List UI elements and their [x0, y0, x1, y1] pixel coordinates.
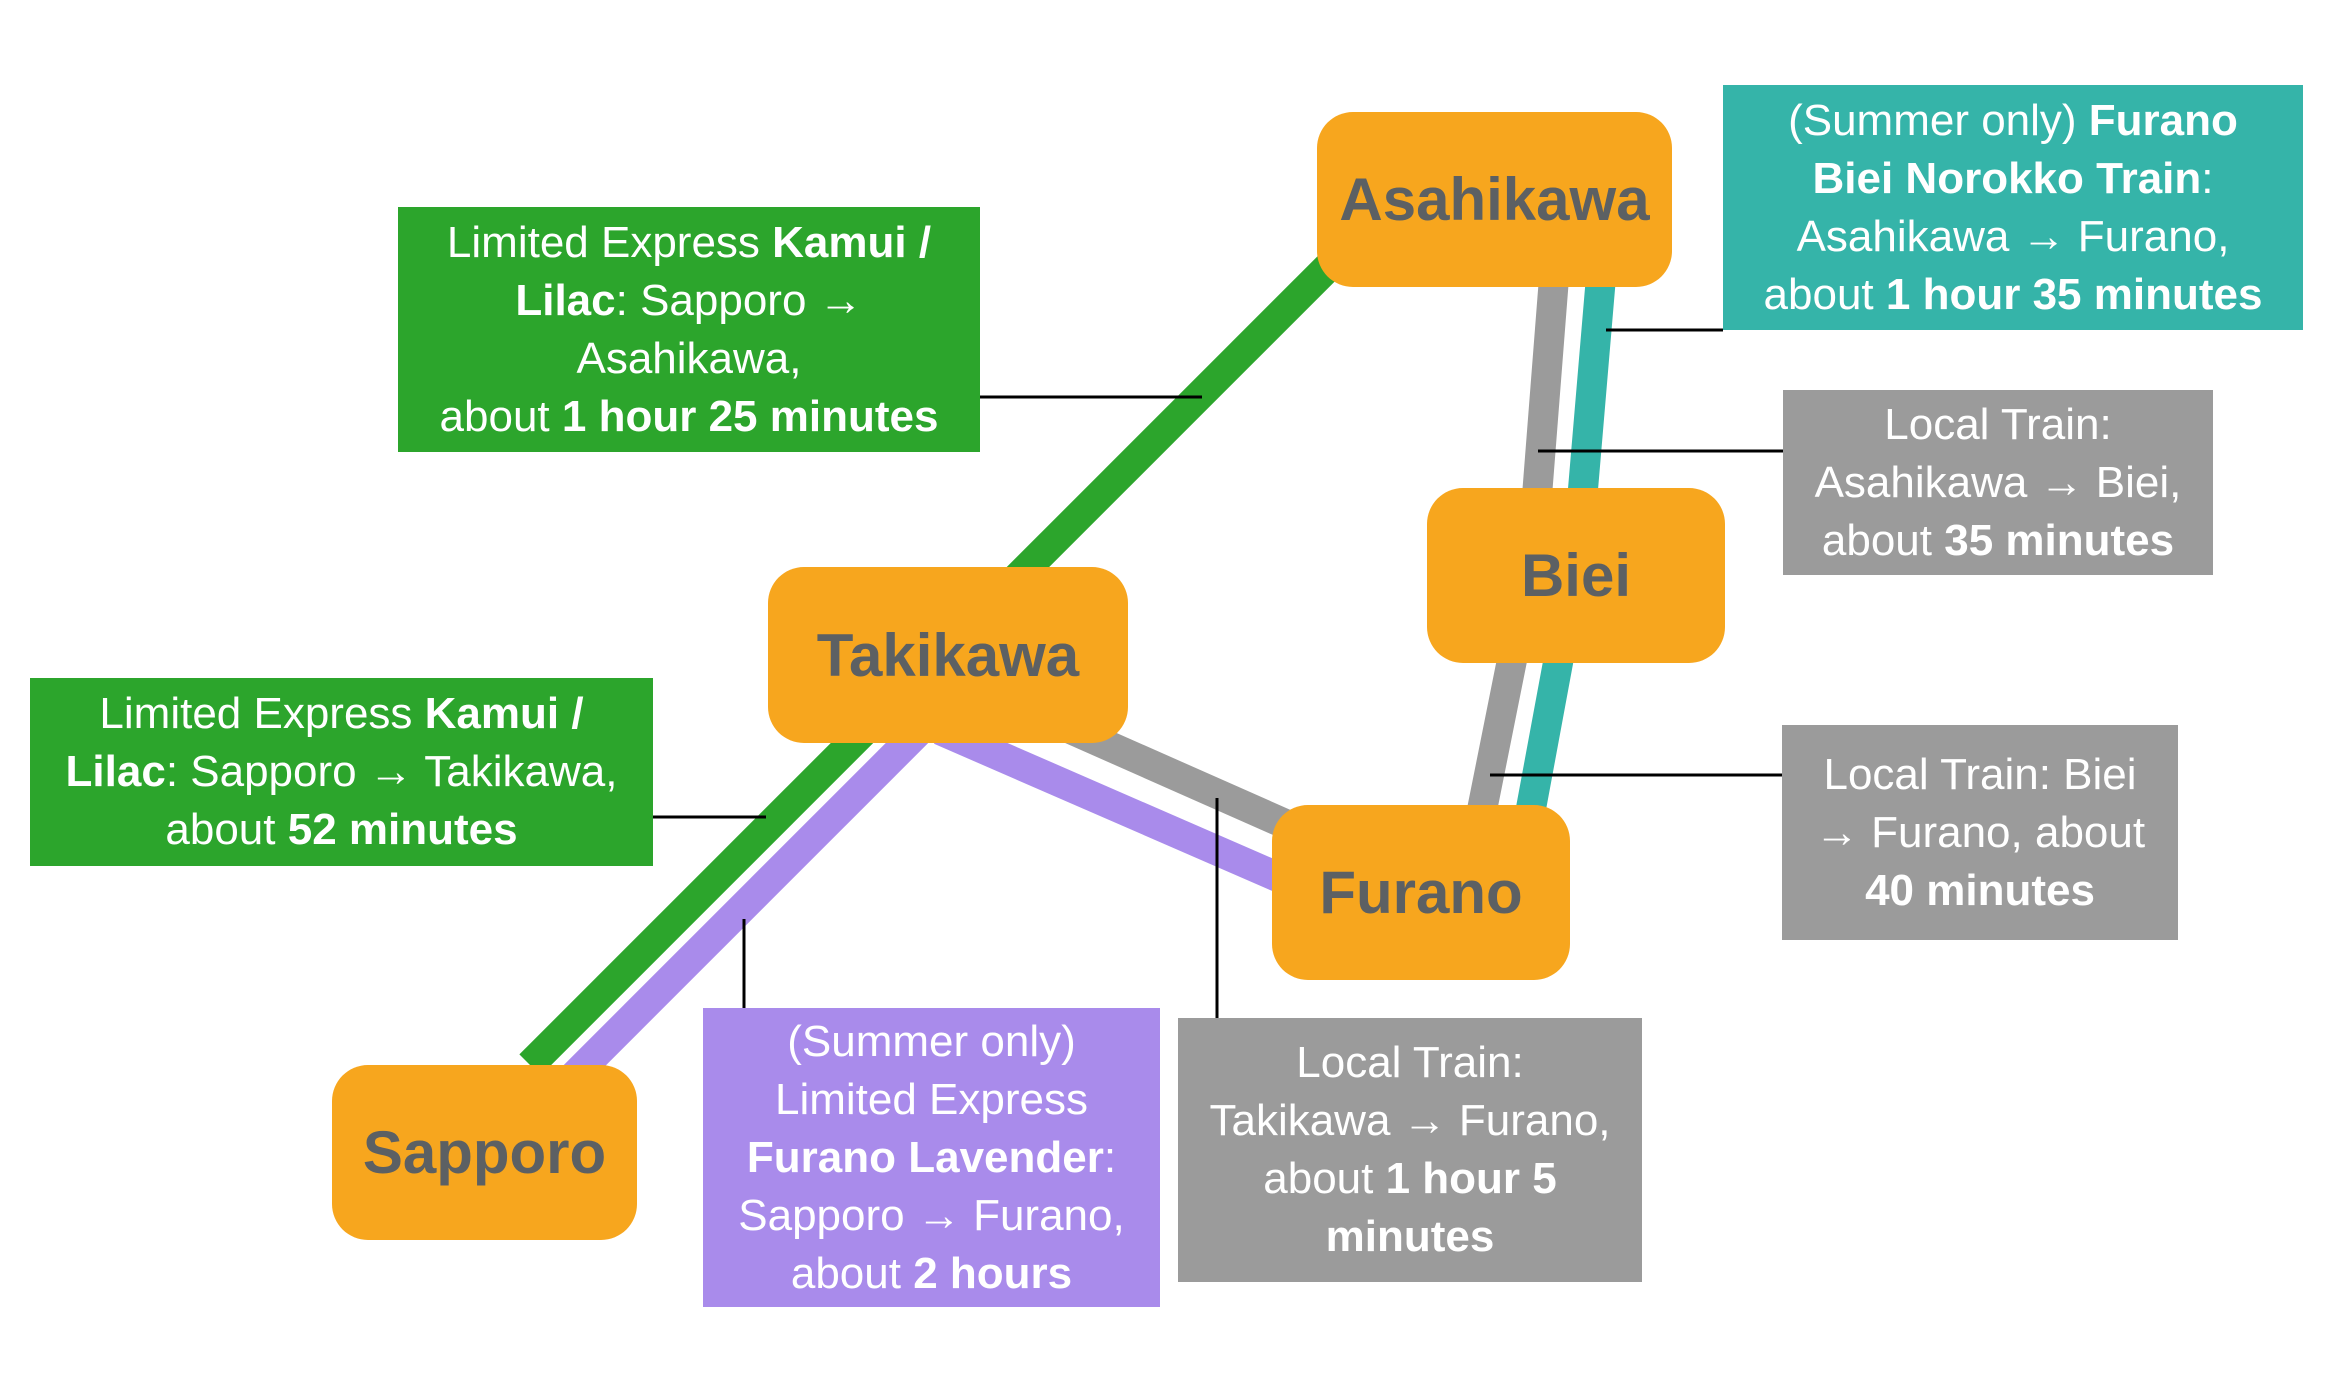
callout-text-line: Local Train: Biei [1823, 749, 2137, 799]
callout-text-line: Takikawa → Furano, [1209, 1096, 1611, 1145]
callout-text-line: about 35 minutes [1821, 515, 2175, 565]
callout-sapporo-takikawa: Limited Express Kamui / Lilac: Sapporo → … [30, 678, 653, 866]
station-sapporo: Sapporo [332, 1065, 637, 1240]
callout-text-line: Asahikawa → Biei, [1814, 457, 2182, 507]
station-sapporo-label: Sapporo [362, 1119, 607, 1186]
station-asahikawa-label: Asahikawa [1339, 166, 1650, 233]
callout-text-line: about 1 hour 35 minutes [1763, 269, 2263, 319]
callout-text-line: Limited Express Kamui / [446, 217, 932, 267]
callout-text-line: Sapporo → Furano, [738, 1190, 1125, 1240]
station-asahikawa: Asahikawa [1317, 112, 1672, 287]
callout-text-line: about 1 hour 25 minutes [439, 391, 939, 441]
callout-text-line: (Summer only) Furano [1788, 95, 2238, 145]
callout-takikawa-furano: Local Train: Takikawa → Furano, about 1 ho… [1178, 1018, 1642, 1282]
callout-text-line: 40 minutes [1865, 865, 2095, 915]
station-furano-label: Furano [1319, 859, 1523, 926]
callout-asahikawa-biei: Local Train: Asahikawa → Biei, about 35 mi… [1783, 390, 2213, 575]
callout-text-line: Asahikawa, [576, 333, 802, 383]
callout-text-line: Lilac: Sapporo → [515, 275, 863, 325]
callout-text-line: (Summer only) [787, 1016, 1076, 1066]
callout-text-line: about 1 hour 5 [1263, 1154, 1557, 1203]
station-biei: Biei [1427, 488, 1725, 663]
station-takikawa: Takikawa [768, 567, 1128, 743]
callout-text-line: Lilac: Sapporo → Takikawa, [65, 747, 618, 796]
callout-text-line: Furano Lavender: [746, 1132, 1117, 1182]
callout-text-line: Local Train: [1884, 399, 2112, 449]
callout-sapporo-asahikawa: Limited Express Kamui / Lilac: Sapporo → A… [398, 207, 980, 452]
callout-text-line: → Furano, about [1814, 807, 2146, 857]
station-biei-label: Biei [1520, 542, 1632, 609]
callout-biei-furano: Local Train: Biei → Furano, about 40 minut… [1782, 725, 2178, 940]
callout-text-line: Local Train: [1296, 1038, 1524, 1087]
callout-text-line: Biei Norokko Train: [1812, 153, 2214, 203]
route-line-lavender-sapporo-takikawa [542, 716, 934, 1108]
callout-text-line: minutes [1325, 1212, 1495, 1261]
station-takikawa-label: Takikawa [816, 621, 1080, 689]
callout-text-line: Limited Express Kamui / [99, 689, 584, 738]
callout-text-line: about 2 hours [790, 1248, 1073, 1298]
callout-text-line: Limited Express [774, 1074, 1088, 1124]
callout-text-line: about 52 minutes [165, 805, 518, 854]
station-furano: Furano [1272, 805, 1570, 980]
callout-text-line: Asahikawa → Furano, [1796, 211, 2230, 261]
